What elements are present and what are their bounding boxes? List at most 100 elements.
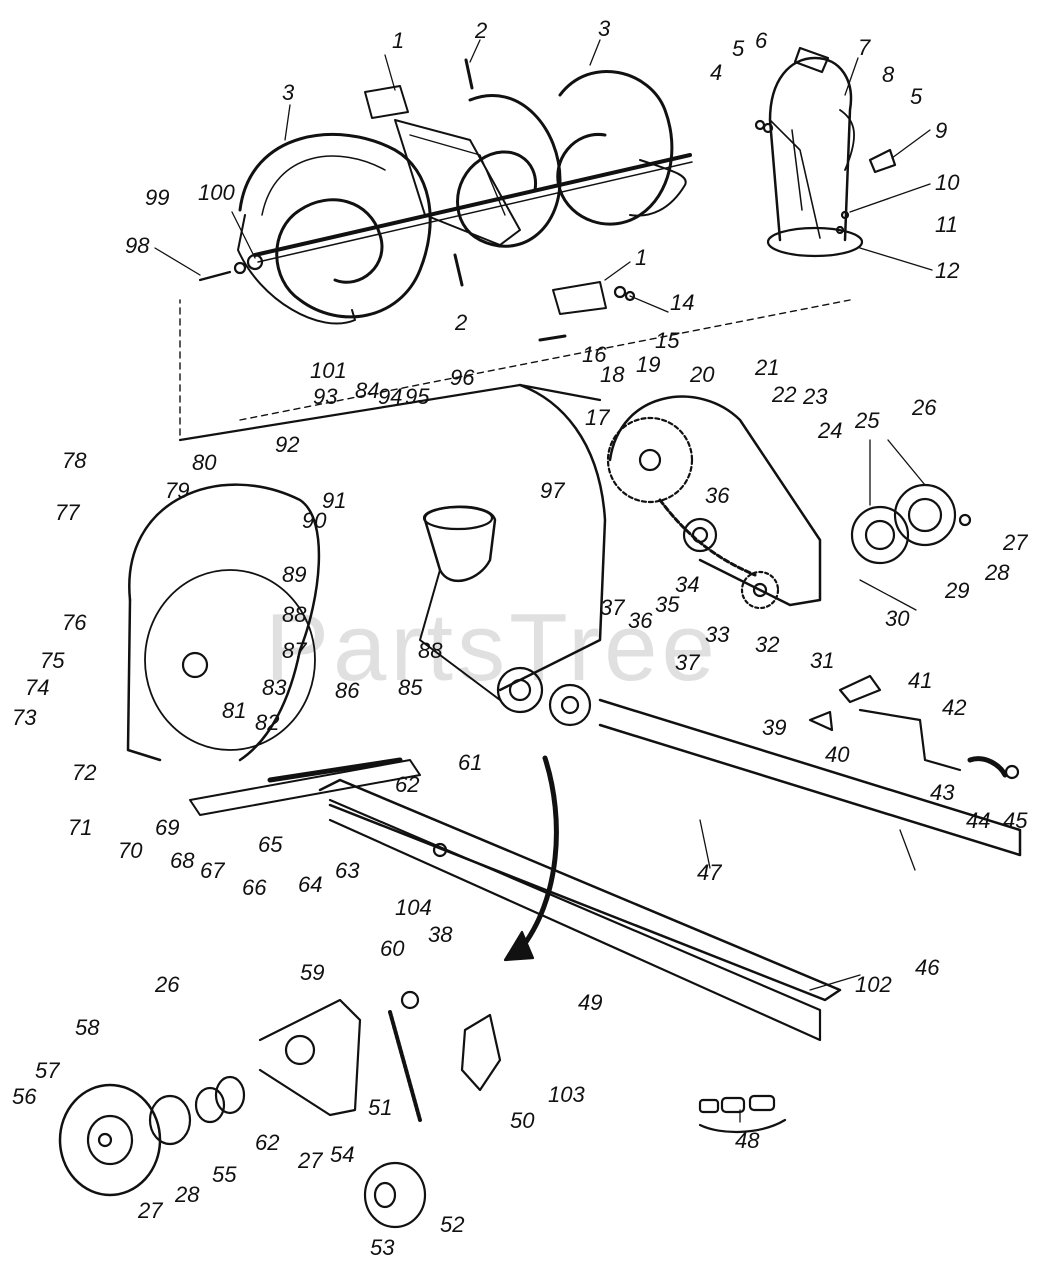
callout-19: 19: [636, 352, 660, 377]
callout-27c: 27: [297, 1148, 323, 1173]
part-callouts: 1 1 2 2 3 3 4 5 5 6 7 8 9 10 11 12 14 15…: [12, 16, 1028, 1260]
callout-8: 8: [882, 62, 895, 87]
callout-46: 46: [915, 955, 940, 980]
callout-68: 68: [170, 848, 195, 873]
callout-14: 14: [670, 290, 694, 315]
callout-102: 102: [855, 972, 892, 997]
callout-74: 74: [25, 675, 49, 700]
callout-44: 44: [966, 808, 990, 833]
callout-5b: 5: [910, 84, 923, 109]
callout-61: 61: [458, 750, 482, 775]
callout-57: 57: [35, 1058, 60, 1083]
callout-35: 35: [655, 592, 680, 617]
callout-45: 45: [1003, 808, 1028, 833]
callout-98: 98: [125, 233, 150, 258]
callout-81: 81: [222, 698, 246, 723]
callout-40: 40: [825, 742, 850, 767]
callout-58: 58: [75, 1015, 100, 1040]
callout-90: 90: [302, 508, 327, 533]
callout-11: 11: [935, 212, 958, 237]
watermark: PartsTree: [265, 594, 719, 701]
callout-93: 93: [313, 384, 338, 409]
callout-3a: 3: [282, 80, 295, 105]
callout-71: 71: [68, 815, 92, 840]
callout-16: 16: [582, 342, 607, 367]
callout-20: 20: [689, 362, 715, 387]
callout-92: 92: [275, 432, 299, 457]
leader-lines: [154, 39, 933, 1123]
pulley-subassembly: [58, 990, 502, 1229]
callout-50: 50: [510, 1108, 535, 1133]
chain-drive: [606, 395, 972, 610]
callout-84: 84: [355, 378, 379, 403]
callout-34: 34: [675, 572, 699, 597]
callout-87: 87: [282, 638, 307, 663]
detail-arrow: [503, 755, 559, 962]
master-link-set: [698, 1094, 787, 1133]
callout-26a: 26: [911, 395, 937, 420]
callout-96: 96: [450, 365, 475, 390]
callout-64: 64: [298, 872, 322, 897]
callout-82: 82: [255, 710, 279, 735]
callout-60: 60: [380, 936, 405, 961]
callout-38: 38: [428, 922, 453, 947]
callout-39: 39: [762, 715, 786, 740]
callout-5a: 5: [732, 36, 745, 61]
callout-65: 65: [258, 832, 283, 857]
callout-26b: 26: [154, 972, 180, 997]
callout-1a: 1: [392, 28, 404, 53]
callout-10: 10: [935, 170, 960, 195]
callout-103: 103: [548, 1082, 585, 1107]
callout-99: 99: [145, 185, 169, 210]
callout-69: 69: [155, 815, 179, 840]
callout-104: 104: [395, 895, 432, 920]
callout-31: 31: [810, 648, 834, 673]
callout-37a: 37: [600, 595, 625, 620]
callout-2a: 2: [474, 18, 487, 43]
callout-37b: 37: [675, 650, 700, 675]
callout-100: 100: [198, 180, 235, 205]
callout-29: 29: [944, 578, 969, 603]
callout-76: 76: [62, 610, 87, 635]
callout-51: 51: [368, 1095, 392, 1120]
callout-79: 79: [165, 478, 189, 503]
callout-62a: 62: [395, 772, 419, 797]
callout-22: 22: [771, 382, 796, 407]
callout-70: 70: [118, 838, 143, 863]
callout-28a: 28: [984, 560, 1010, 585]
callout-62b: 62: [255, 1130, 279, 1155]
callout-9: 9: [935, 118, 947, 143]
auger-assembly: [198, 58, 693, 342]
callout-85: 85: [398, 675, 423, 700]
callout-101: 101: [310, 358, 347, 383]
discharge-chute: [754, 46, 897, 258]
callout-43: 43: [930, 780, 955, 805]
callout-32: 32: [755, 632, 779, 657]
callout-56: 56: [12, 1084, 37, 1109]
callout-42: 42: [942, 695, 966, 720]
callout-88b: 88: [418, 638, 443, 663]
callout-91: 91: [322, 488, 346, 513]
callout-86: 86: [335, 678, 360, 703]
callout-53: 53: [370, 1235, 395, 1260]
auger-housing: [126, 383, 607, 816]
callout-63: 63: [335, 858, 360, 883]
callout-36a: 36: [705, 483, 730, 508]
callout-73: 73: [12, 705, 37, 730]
callout-2b: 2: [454, 310, 467, 335]
callout-6: 6: [755, 28, 768, 53]
callout-7: 7: [858, 35, 871, 60]
callout-89: 89: [282, 562, 306, 587]
callout-36b: 36: [628, 608, 653, 633]
callout-75: 75: [40, 648, 65, 673]
callout-72: 72: [72, 760, 96, 785]
callout-66: 66: [242, 875, 267, 900]
callout-15: 15: [655, 328, 680, 353]
callout-78: 78: [62, 448, 87, 473]
callout-17: 17: [585, 405, 610, 430]
callout-94: 94: [378, 384, 402, 409]
callout-55: 55: [212, 1162, 237, 1187]
callout-54: 54: [330, 1142, 354, 1167]
callout-49: 49: [578, 990, 602, 1015]
